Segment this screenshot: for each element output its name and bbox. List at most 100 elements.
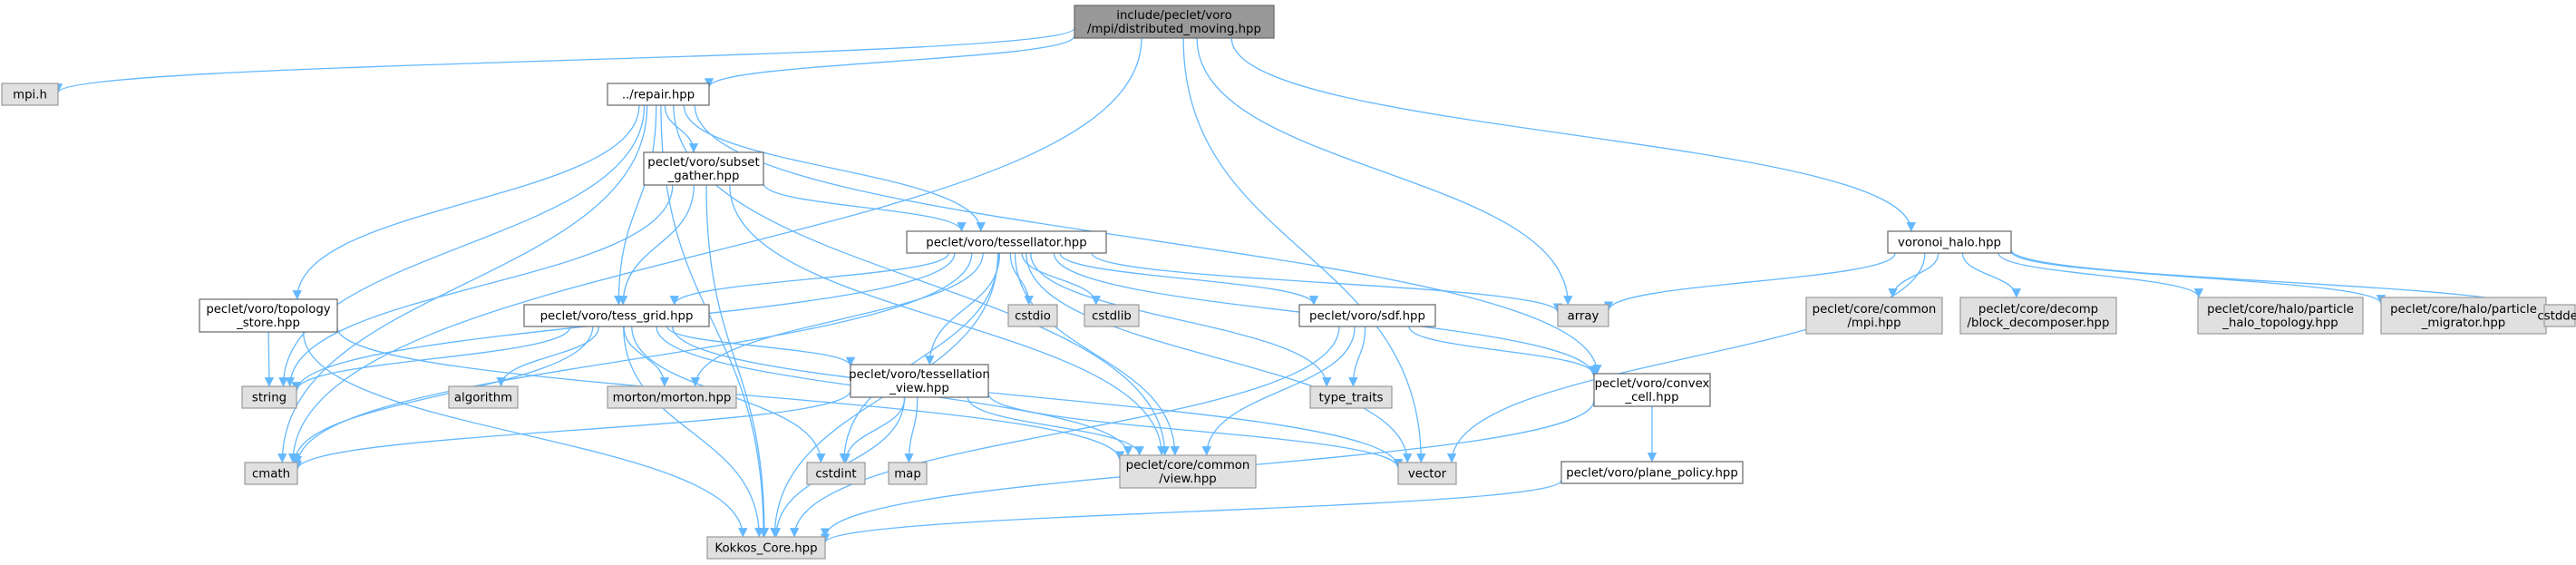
edge-line	[669, 252, 949, 306]
edge-voronoi_halo-to-vector	[1446, 252, 1926, 463]
node-box	[2543, 304, 2576, 327]
node-plane-policy[interactable]: peclet/voro/plane_policy.hpp	[1560, 461, 1744, 484]
node-label-line: peclet/voro/subset	[647, 156, 759, 170]
node-label-line: _migrator.hpp	[2421, 317, 2505, 330]
edge-root-to-mpi_h	[53, 27, 1075, 93]
edge-tess_grid-to-vector	[672, 326, 1404, 469]
node-subset-gather[interactable]: peclet/voro/subset_gather.hpp	[643, 151, 764, 186]
edge-subset_gather-to-view_hpp	[729, 184, 1167, 456]
node-topology-store[interactable]: peclet/voro/topology_store.hpp	[199, 298, 338, 333]
edge-line	[1182, 37, 1426, 463]
edge-line	[617, 184, 695, 306]
node-label-line: map	[894, 468, 921, 482]
edge-line	[1021, 252, 1101, 306]
node-label-line: peclet/core/common	[1813, 303, 1937, 317]
node-box	[643, 151, 764, 186]
dependency-edges	[53, 27, 2550, 544]
node-label-line: Kokkos_Core.hpp	[714, 542, 817, 556]
edge-plane_policy-to-kokkos	[821, 479, 1562, 544]
node-voronoi-halo[interactable]: voronoi_halo.hpp	[1887, 230, 2012, 254]
edge-line	[614, 104, 657, 306]
node-string: string	[241, 385, 297, 409]
edge-voronoi_halo-to-halo_topology	[1998, 252, 2204, 298]
edge-line	[690, 252, 984, 387]
edge-subset_gather-to-kokkos	[705, 184, 770, 538]
edge-repair-to-cmath	[277, 104, 648, 463]
node-label-line: peclet/core/decomp	[1978, 303, 2098, 317]
edge-root-to-voronoi_halo	[1230, 37, 1916, 232]
node-root[interactable]: include/peclet/voro/mpi/distributed_movi…	[1074, 5, 1275, 39]
node-box	[199, 298, 338, 333]
node-label-line: _store.hpp	[236, 317, 300, 330]
node-label-line: voronoi_halo.hpp	[1898, 237, 2001, 250]
node-label-line: string	[252, 392, 287, 405]
edge-repair-to-string	[278, 104, 646, 387]
edge-line	[705, 184, 770, 538]
edge-tessellator-to-tess_grid	[669, 252, 949, 306]
node-label-line: peclet/core/halo/particle	[2390, 303, 2537, 317]
node-box	[1007, 304, 1058, 327]
node-box	[806, 462, 866, 485]
node-cstddef: cstddef	[2537, 304, 2576, 327]
node-label-line: peclet/voro/convex	[1595, 377, 1710, 391]
edge-line	[729, 184, 1167, 456]
node-tessellation-view[interactable]: peclet/voro/tessellation_view.hpp	[849, 364, 990, 398]
node-box	[1309, 385, 1393, 409]
edge-line	[496, 326, 600, 387]
edge-line	[1230, 37, 1916, 232]
node-tessellator[interactable]: peclet/voro/tessellator.hpp	[906, 230, 1107, 254]
node-tess-grid[interactable]: peclet/voro/tess_grid.hpp	[523, 304, 710, 327]
node-box	[1593, 373, 1711, 407]
node-box	[1074, 5, 1275, 39]
edge-line	[1603, 252, 1896, 311]
node-particle-migrator: peclet/core/halo/particle_migrator.hpp	[2380, 297, 2547, 335]
node-kokkos: Kokkos_Core.hpp	[706, 536, 826, 560]
node-mpi-h: mpi.h	[1, 83, 59, 106]
node-label-line: cmath	[252, 468, 290, 482]
edge-line	[694, 104, 1602, 375]
node-label-line: peclet/core/common	[1126, 459, 1250, 472]
edge-line	[1348, 326, 1366, 387]
edge-line	[1196, 37, 1573, 306]
edge-line	[904, 396, 919, 463]
edge-sdf-to-kokkos	[789, 326, 1340, 538]
node-box	[2197, 297, 2364, 335]
edge-line	[53, 27, 1075, 93]
edge-line	[1446, 252, 1926, 463]
node-box	[1397, 462, 1457, 485]
node-label-line: peclet/voro/plane_policy.hpp	[1566, 467, 1738, 481]
node-box	[241, 385, 297, 409]
edge-line	[1888, 252, 1939, 298]
edge-line	[290, 326, 594, 463]
edge-line	[1014, 252, 1180, 456]
node-mpi-hpp: peclet/core/common/mpi.hpp	[1805, 297, 1943, 335]
edge-tessellator-to-sdf	[1059, 252, 1319, 306]
edge-voronoi_halo-to-block_decomposer	[1961, 252, 2021, 298]
edge-line	[278, 104, 646, 387]
node-sdf[interactable]: peclet/voro/sdf.hpp	[1298, 304, 1436, 327]
node-box	[1887, 230, 2012, 254]
node-cstdio: cstdio	[1007, 304, 1058, 327]
node-label-line: peclet/voro/tessellation	[849, 368, 990, 382]
node-box	[607, 385, 737, 409]
node-label-line: include/peclet/voro	[1116, 9, 1231, 23]
node-box	[706, 536, 826, 560]
edge-line	[2010, 250, 2386, 305]
edge-line	[1091, 252, 1563, 313]
node-box	[888, 462, 928, 485]
edge-line	[763, 182, 967, 232]
edge-tessellator-to-morton	[690, 252, 984, 387]
edge-line	[967, 396, 1144, 456]
node-box	[906, 230, 1107, 254]
edge-line	[292, 252, 973, 466]
edge-line	[672, 326, 1404, 469]
node-box	[1119, 454, 1257, 489]
node-morton: morton/morton.hpp	[607, 385, 737, 409]
node-repair[interactable]: ../repair.hpp	[607, 83, 710, 106]
node-convex-cell[interactable]: peclet/voro/convex_cell.hpp	[1593, 373, 1711, 407]
edge-voronoi_halo-to-mpi_hpp	[1888, 252, 1939, 298]
edge-line	[1961, 252, 2021, 298]
node-box	[1, 83, 59, 106]
edge-tessellator-to-array	[1091, 252, 1563, 313]
